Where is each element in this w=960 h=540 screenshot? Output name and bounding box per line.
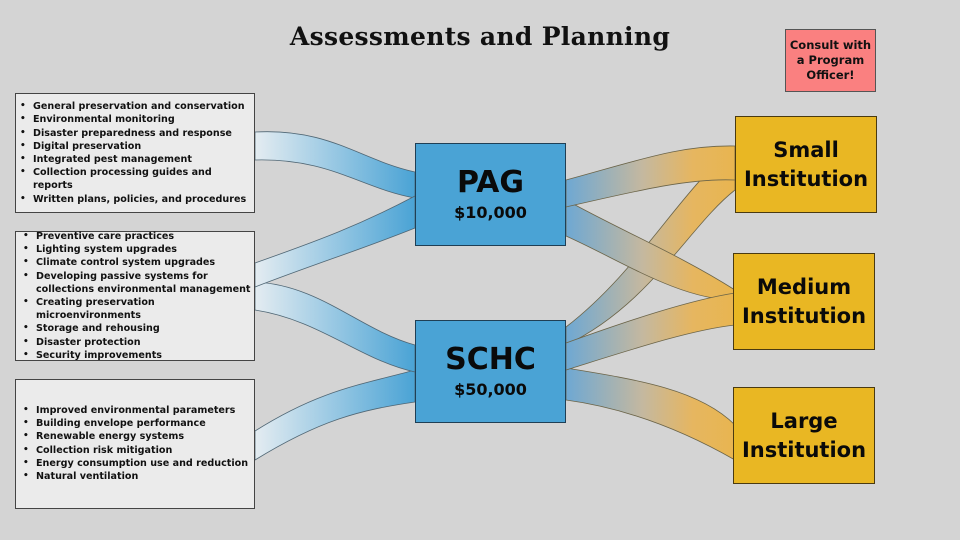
list-item: Digital preservation [20,140,254,153]
list-item: Collection processing guides and reports [20,166,254,192]
list-item: General preservation and conservation [20,100,254,113]
project-list-3: Improved environmental parameters Buildi… [15,379,255,509]
list-item: Lighting system upgrades [23,243,254,256]
list-item: Creating preservation microenvironments [23,296,254,322]
flow-list2-to-pag [254,195,416,288]
grant-box-schc: SCHC $50,000 [415,320,566,423]
list-item: Disaster protection [23,336,254,349]
flow-pag-to-medium [565,199,736,301]
grant-amount: $50,000 [454,379,527,399]
list-item: Developing passive systems for collectio… [23,270,254,296]
list-item: Building envelope performance [23,417,254,430]
institution-box-medium: Medium Institution [733,253,875,350]
list-item: Collection risk mitigation [23,444,254,457]
grant-name: SCHC [445,341,536,377]
list-item: Climate control system upgrades [23,256,254,269]
grant-amount: $10,000 [454,202,527,222]
list-item: Storage and rehousing [23,322,254,335]
project-list-1: General preservation and conservation En… [15,93,255,213]
flow-list3-to-schc [254,369,416,461]
flow-list1-to-pag [254,131,416,199]
list-item: Security improvements [23,349,254,362]
grant-box-pag: PAG $10,000 [415,143,566,246]
list-item: Improved environmental parameters [23,404,254,417]
list-item: Renewable energy systems [23,430,254,443]
grant-name: PAG [456,164,525,200]
flow-list2-to-schc [254,281,416,373]
list-item: Disaster preparedness and response [20,127,254,140]
list-item: Energy consumption use and reduction [23,457,254,470]
institution-box-small: Small Institution [735,116,877,213]
flow-schc-to-medium [565,292,736,371]
list-item: Natural ventilation [23,470,254,483]
flow-schc-to-large [565,367,736,461]
list-item: Written plans, policies, and procedures [20,193,254,206]
list-item: Preventive care practices [23,230,254,243]
page-title: Assessments and Planning [289,22,671,51]
list-item: Environmental monitoring [20,113,254,126]
institution-box-large: Large Institution [733,387,875,484]
project-list-2: Preventive care practices Lighting syste… [15,230,255,362]
consult-program-officer-callout: Consult with a Program Officer! [785,29,876,92]
list-item: Integrated pest management [20,153,254,166]
